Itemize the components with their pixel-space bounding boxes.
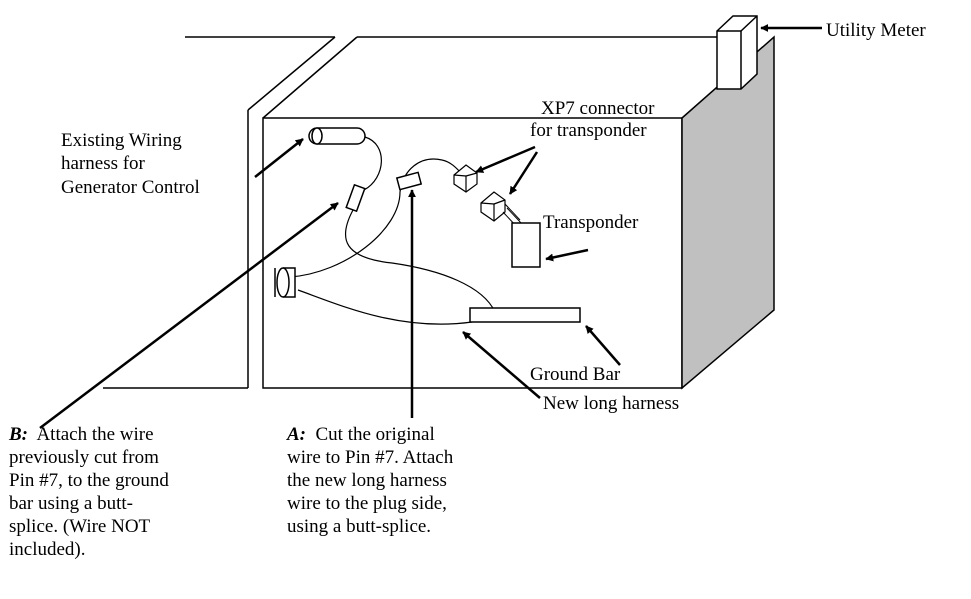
butt-splice-b-icon: [345, 183, 366, 213]
step-a-line5: using a butt-splice.: [287, 516, 432, 537]
butt-splice-a-icon: [395, 171, 423, 191]
step-a-line4: wire to the plug side,: [287, 493, 447, 514]
existing-harness-label-line1: Existing Wiring: [61, 130, 182, 151]
new-long-harness-wire: [297, 289, 521, 325]
existing-harness-label-line3: Generator Control: [61, 177, 200, 198]
new-long-harness-arrow: [462, 331, 541, 399]
step-b-line4: bar using a butt-: [9, 493, 134, 514]
transponder-arrow: [545, 248, 589, 262]
ground-bar-icon: [469, 307, 581, 323]
step-a-key: A:: [287, 424, 306, 445]
transponder-icon: [511, 222, 541, 268]
step-b-line1: B: Attach the wire: [9, 424, 154, 446]
original-wire-lower: [344, 209, 496, 313]
step-a-text1: Cut the original: [315, 424, 435, 445]
step-a-line3: the new long harness: [287, 470, 447, 491]
step-b-text1: Attach the wire: [36, 424, 154, 445]
xp7-connector-label-line1: XP7 connector: [541, 98, 655, 119]
existing-harness-plug-icon: [308, 127, 366, 145]
xp7-connector-label-line2: for transponder: [530, 120, 647, 141]
transponder-label: Transponder: [543, 212, 639, 233]
step-a-line2: wire to Pin #7. Attach: [287, 447, 454, 468]
step-b-key: B:: [9, 424, 28, 445]
ground-bar-label: Ground Bar: [530, 364, 621, 385]
utility-meter-label: Utility Meter: [826, 20, 926, 41]
xp7-socket-arrow: [508, 151, 539, 195]
new-long-harness-label: New long harness: [543, 393, 680, 414]
step-b-line5: splice. (Wire NOT: [9, 516, 151, 537]
step-a-line1: A: Cut the original: [287, 424, 435, 446]
existing-harness-arrow: [254, 138, 304, 178]
left-wall-front-edge: [247, 36, 336, 111]
utility-meter-icon: [716, 15, 758, 90]
xp7-plug-arrow: [475, 145, 536, 174]
existing-harness-label-line2: harness for: [61, 153, 145, 174]
ground-bar-arrow: [585, 325, 621, 366]
box-front-panel: [262, 117, 683, 389]
existing-harness-wire: [363, 136, 382, 191]
step-b-line3: Pin #7, to the ground: [9, 470, 169, 491]
step-b-line6: included).: [9, 539, 86, 560]
xp7-socket-icon: [480, 191, 506, 222]
step-b-arrow: [39, 202, 339, 429]
step-b-line2: previously cut from: [9, 447, 159, 468]
box-top-left-edge: [262, 36, 358, 119]
